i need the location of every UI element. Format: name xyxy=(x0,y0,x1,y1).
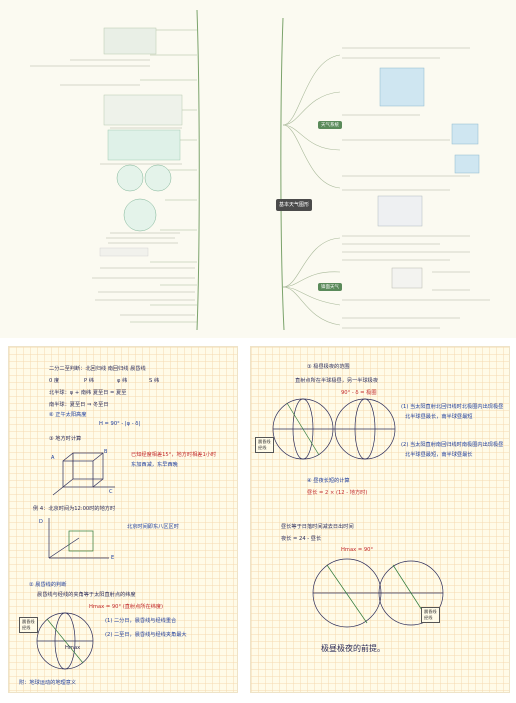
note-line: 南半球：夏至日 ⇒ 冬至日 xyxy=(49,402,109,408)
note-numbered: (1) 二分日，晨昏线与经线重合 xyxy=(105,618,177,624)
note-heading: ② 晨昏线的判断 xyxy=(29,582,67,588)
note-numbered: 北半球昼最短，南半球昼最长 xyxy=(405,452,473,458)
note-page-right: ③ 极昼极夜的范围 直射点所在半球极昼，另一半球极夜 90° - δ = 极圈 … xyxy=(250,346,510,693)
legend-item-terminator: 晨昏线 xyxy=(424,609,437,614)
globe-diagram-left xyxy=(36,612,94,670)
note-red: 昼长 = 2 × (12 - 地方时) xyxy=(307,490,368,496)
note-line: φ 纬 xyxy=(117,378,128,384)
legend-item-meridian: 经线 xyxy=(22,625,31,630)
note-red: Hmax = 90° xyxy=(341,547,374,553)
legend-box-left: 晨昏线 经线 xyxy=(19,617,38,633)
note-line: 昼长等于日落时间减去日出时间 xyxy=(281,524,354,530)
note-line: 晨昏线与经线的夹角等于太阳直射点的纬度 xyxy=(37,592,136,598)
globe-diagram-right-top xyxy=(272,398,396,460)
notes-section: 二分二至判断：北回归线 南回归线 晨昏线 0 度 P 纬 φ 纬 S 纬 北半球… xyxy=(0,346,516,703)
svg-text:E: E xyxy=(111,555,114,561)
note-blue: 东加西减，东早西晚 xyxy=(131,462,178,468)
note-blue: 北京时间即东八区区时 xyxy=(127,524,179,530)
legend-box-right-top: 晨昏线 经线 xyxy=(255,437,274,453)
note-numbered: 北半球昼最长，南半球昼最短 xyxy=(405,414,473,420)
note-numbered: (2) 当太阳直射南回归线时南极圈内出现极昼 xyxy=(401,442,504,448)
mindmap-connectors xyxy=(30,9,490,331)
note-numbered: (2) 二至日，晨昏线与经线夹角最大 xyxy=(105,632,187,638)
cube-diagram: A B C xyxy=(51,449,115,496)
note-numbered: (1) 当太阳直射北回归线时北极圈内出现极昼 xyxy=(401,404,504,410)
svg-text:D: D xyxy=(39,519,43,525)
note-page-left: 二分二至判断：北回归线 南回归线 晨昏线 0 度 P 纬 φ 纬 S 纬 北半球… xyxy=(8,346,238,693)
note-line: 直射点所在半球极昼，另一半球极夜 xyxy=(295,378,379,384)
note-formula: H = 90° - |φ - δ| xyxy=(99,421,141,427)
note-red: Hmax = 90° (直射点所在纬度) xyxy=(89,604,164,610)
note-footer: 附：地球运动的地理意义 xyxy=(19,680,77,686)
note-heading: ③ 极昼极夜的范围 xyxy=(307,364,350,370)
note-line: 二分二至判断：北回归线 南回归线 晨昏线 xyxy=(49,366,146,372)
note-label: Hmax xyxy=(65,645,81,651)
legend-item-meridian: 经线 xyxy=(258,445,267,450)
note-line: P 纬 xyxy=(84,378,94,384)
note-footer: 极昼极夜的前提。 xyxy=(321,644,385,653)
mindmap-center-node[interactable]: 基本天气图形 xyxy=(276,199,312,211)
legend-item-terminator: 晨昏线 xyxy=(22,619,35,624)
mindmap-branch-weather-system[interactable]: 天气系统 xyxy=(318,121,342,129)
svg-text:C: C xyxy=(109,489,113,495)
legend-item-meridian: 经线 xyxy=(424,615,433,620)
note-red: 90° - δ = 极圈 xyxy=(341,390,377,396)
mindmap-panel: 基本天气图形 天气系统 锋面天气 xyxy=(0,0,516,338)
note-heading: ③ 地方时计算 xyxy=(49,436,82,442)
note-line: 0 度 xyxy=(49,378,60,384)
axes-diagram: DE xyxy=(39,518,114,561)
legend-item-terminator: 晨昏线 xyxy=(258,439,271,444)
svg-text:B: B xyxy=(104,449,108,455)
globe-diagram-right-bottom xyxy=(312,558,444,628)
note-line: 夜长 = 24 - 昼长 xyxy=(281,536,322,542)
note-line: S 纬 xyxy=(149,378,160,384)
note-heading: 例 4：北京时间为12:00时的地方时 xyxy=(33,506,116,512)
note-heading: ⑥ 正午太阳高度 xyxy=(49,412,87,418)
mindmap-branch-front-weather[interactable]: 锋面天气 xyxy=(318,283,342,291)
note-red: 已知经度相差15°，地方时相差1小时 xyxy=(131,452,217,458)
legend-box-right-bottom: 晨昏线 经线 xyxy=(421,607,440,623)
svg-text:A: A xyxy=(51,455,55,461)
note-heading: ④ 昼夜长短的计算 xyxy=(307,478,350,484)
note-line: 北半球：φ + 南纬 夏至日 = 夏至 xyxy=(49,390,127,396)
